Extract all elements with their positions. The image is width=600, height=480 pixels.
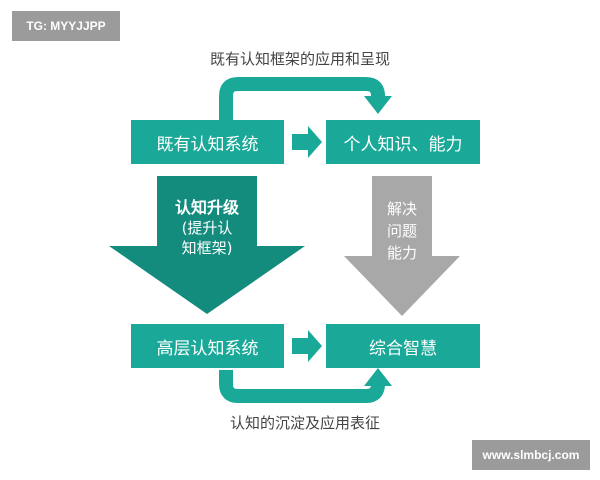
upgrade-arrow-title: 认知升级 xyxy=(174,198,239,217)
upgrade-down-arrow xyxy=(109,176,305,314)
watermark: www.slmbcj.com xyxy=(472,440,590,470)
upgrade-arrow-label: 认知升级 (提升认 知框架) xyxy=(157,198,257,258)
header-tag: TG: MYYJJPP xyxy=(12,11,120,41)
problem-solving-line1: 解决 xyxy=(386,200,417,218)
problem-solving-label: 解决 问题 能力 xyxy=(372,198,432,264)
top-curved-arrow xyxy=(219,77,385,120)
right-arrow-top xyxy=(292,126,322,158)
box-existing-cognitive-system: 既有认知系统 xyxy=(131,120,284,164)
bottom-curved-arrow xyxy=(219,370,385,403)
right-arrow-bottom xyxy=(292,330,322,362)
problem-solving-line2: 问题 xyxy=(386,222,417,240)
box-comprehensive-wisdom: 综合智慧 xyxy=(326,324,480,368)
upgrade-arrow-line2: 知框架) xyxy=(181,239,233,257)
problem-solving-down-arrow xyxy=(344,176,460,316)
box-personal-knowledge-ability: 个人知识、能力 xyxy=(326,120,480,164)
box-higher-cognitive-system: 高层认知系统 xyxy=(131,324,284,368)
problem-solving-line3: 能力 xyxy=(386,244,417,262)
bottom-caption: 认知的沉淀及应用表征 xyxy=(229,414,380,432)
upgrade-arrow-line1: (提升认 xyxy=(181,219,233,237)
top-curved-arrowhead xyxy=(364,96,392,114)
top-caption: 既有认知框架的应用和呈现 xyxy=(209,50,390,68)
bottom-curved-arrowhead xyxy=(364,368,392,386)
